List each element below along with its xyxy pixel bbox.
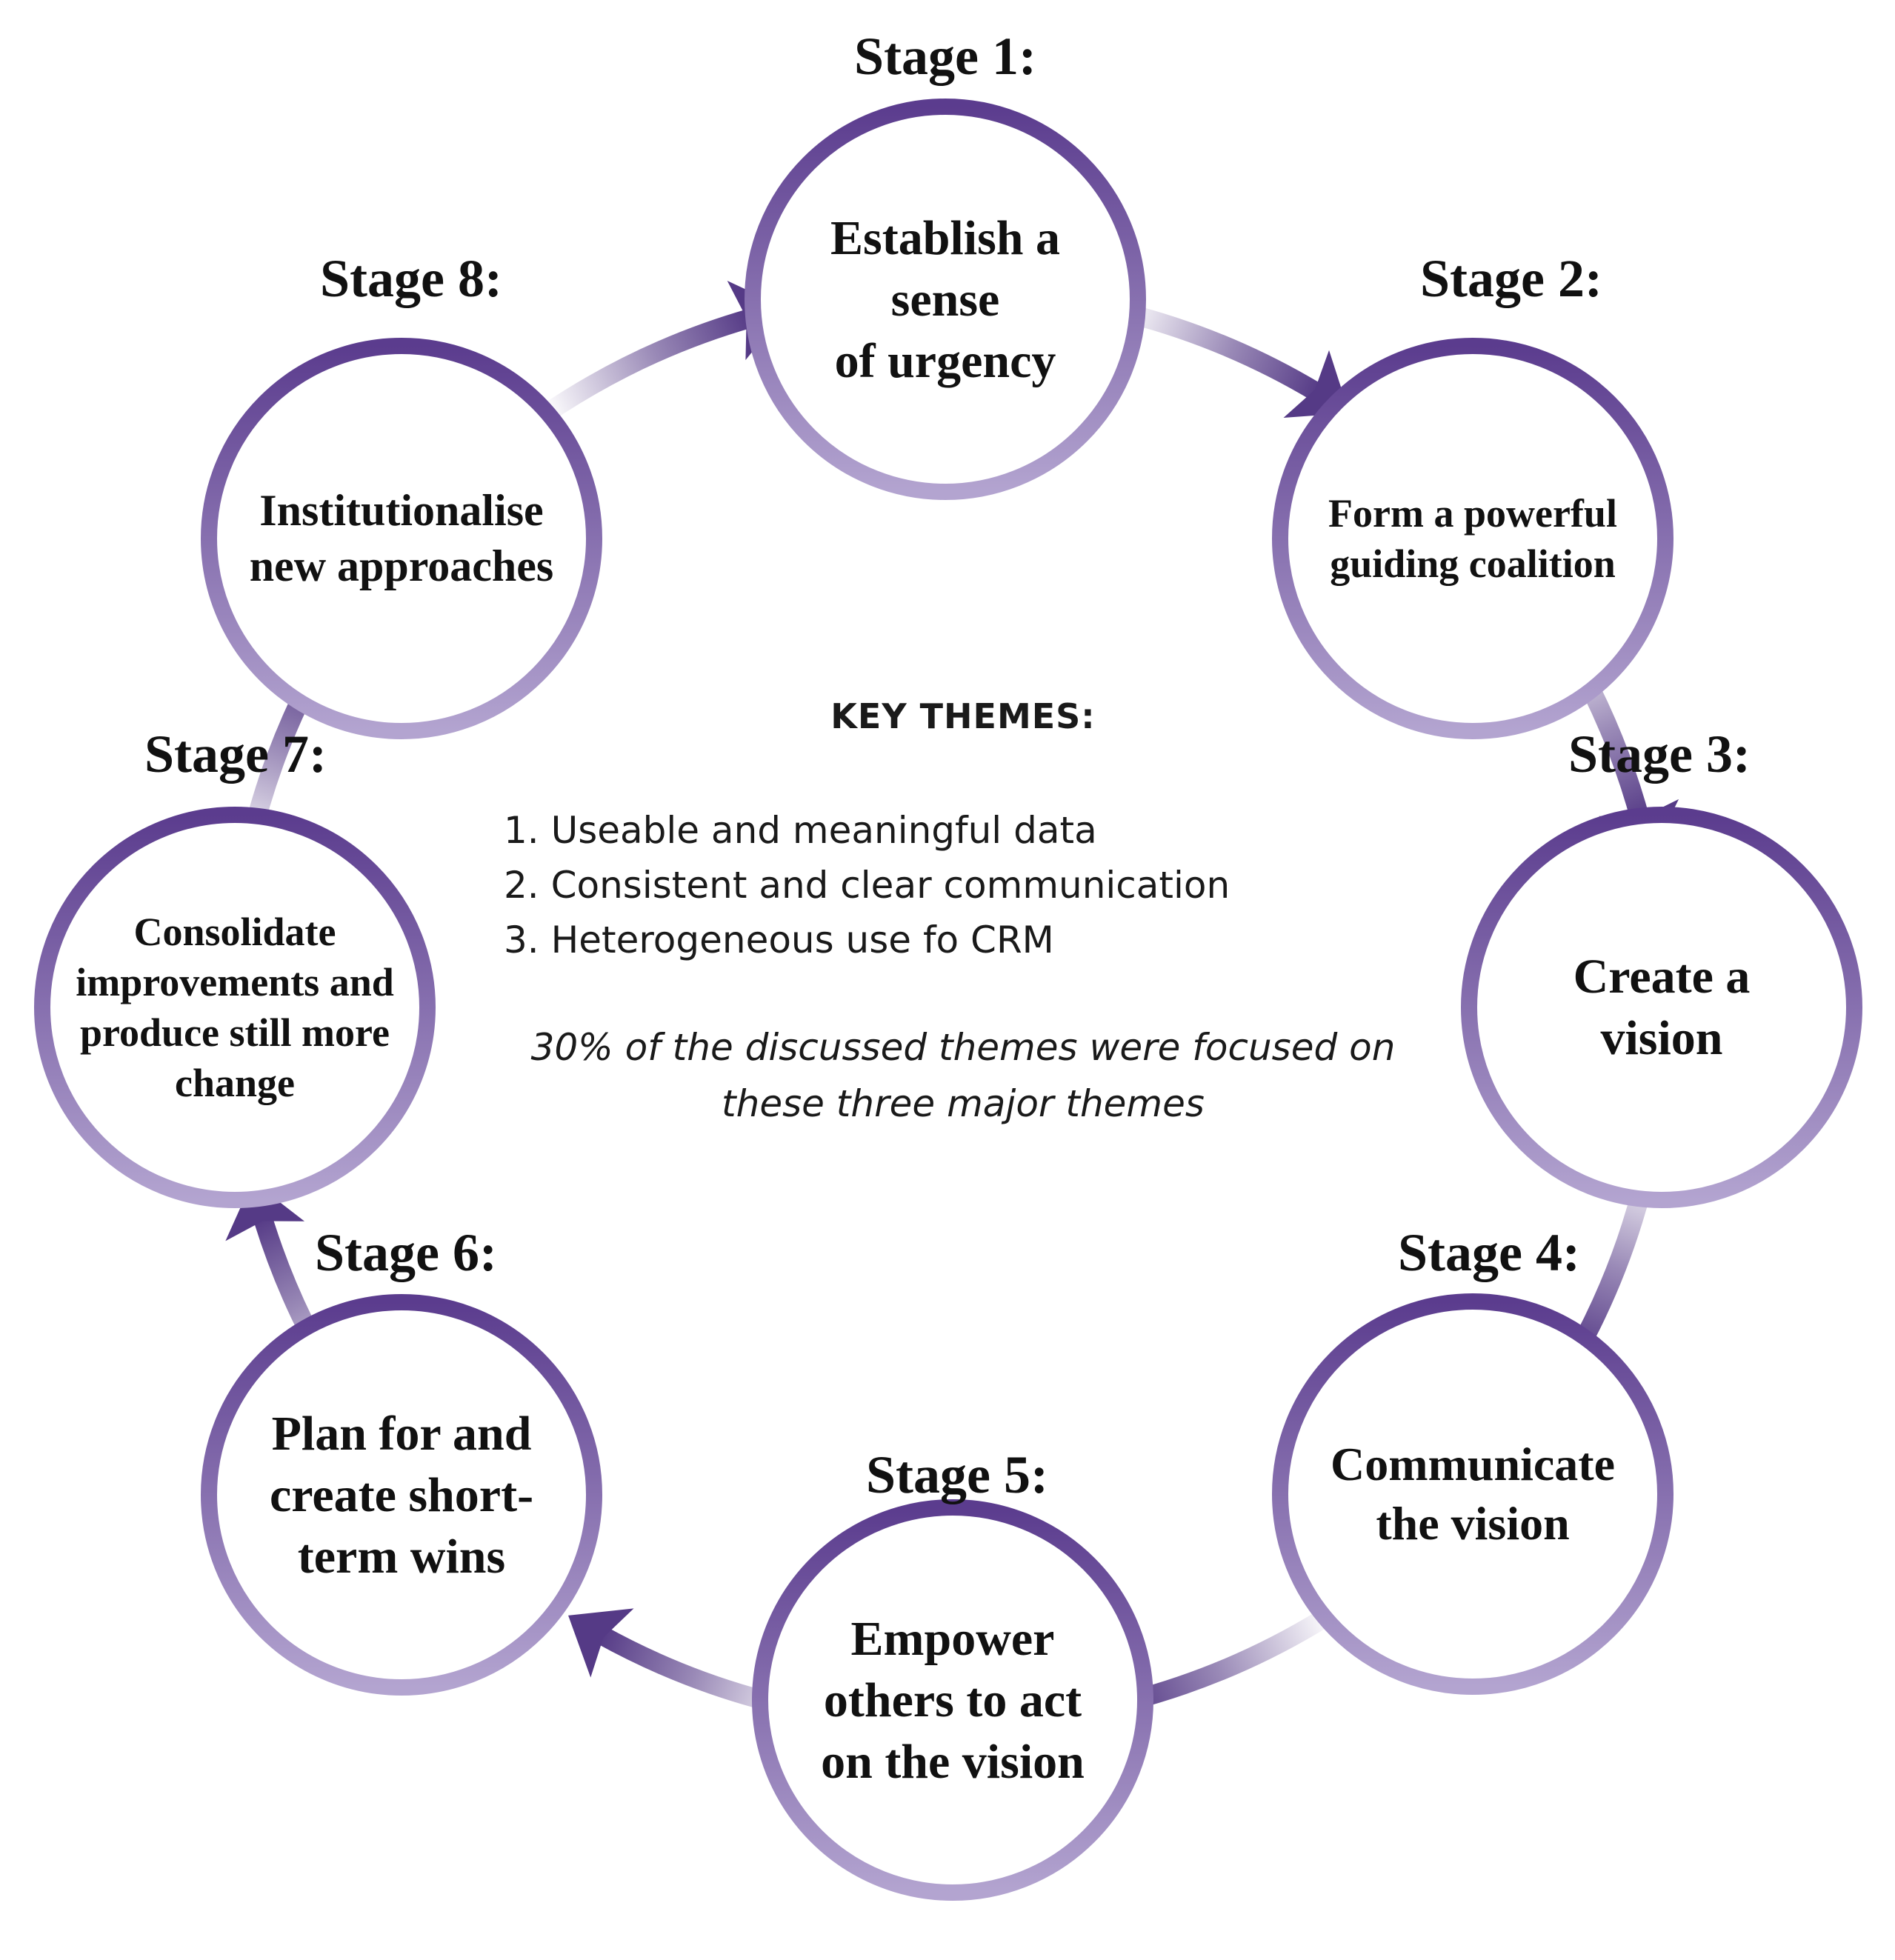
stage-3-label: Stage 3: <box>1568 724 1751 784</box>
stage-text-line: Empower <box>850 1611 1055 1666</box>
stage-2-circle <box>1272 338 1673 739</box>
stage-5-description: Empower others to act on the vision <box>790 1552 1116 1848</box>
stage-8-label: Stage 8: <box>320 249 502 308</box>
key-theme-item: 3. Heterogeneous use fo CRM <box>504 919 1054 961</box>
stage-text-line: the vision <box>1376 1497 1570 1550</box>
stage-7-description: Consolidate improvements and produce still… <box>53 859 416 1156</box>
stage-5-label: Stage 5: <box>866 1445 1048 1504</box>
stage-5-circle <box>752 1499 1153 1901</box>
stage-7-circle <box>34 807 436 1208</box>
arrow-6-head <box>225 1181 305 1241</box>
stage-text-line: guiding coalition <box>1330 541 1616 586</box>
stage-1-circle <box>745 99 1146 500</box>
stage-3-description: Create a vision <box>1499 859 1825 1156</box>
key-themes-note: 30% of the discussed themes were focused… <box>530 1026 1396 1125</box>
stage-1-label: Stage 1: <box>854 27 1036 86</box>
stage-2-description: Form a powerful guiding coalition <box>1302 390 1643 687</box>
key-theme-item: 2. Consistent and clear communication <box>504 864 1230 907</box>
stage-1-description: Establish a sense of urgency <box>782 151 1108 447</box>
stage-text-line: Plan for and <box>271 1406 532 1461</box>
stage-7-label: Stage 7: <box>144 724 327 784</box>
stage-text-line: Communicate <box>1331 1438 1615 1490</box>
stage-text-line: produce still more <box>80 1010 390 1055</box>
stage-4-description: Communicate the vision <box>1302 1346 1643 1642</box>
stage-6-description: Plan for and create short-term wins <box>239 1347 564 1643</box>
key-themes-list: 1. Useable and meaningful data 2. Consis… <box>504 803 1482 967</box>
arrow-1-shaft <box>1119 302 1323 401</box>
stage-text-line: Establish a <box>830 210 1060 265</box>
stage-text-line: sense <box>890 272 1000 327</box>
arrow-5-head <box>568 1608 634 1678</box>
stage-text-line: others to act <box>823 1673 1082 1727</box>
key-themes-title: KEY THEMES: <box>830 696 1096 736</box>
stage-8-circle <box>201 338 602 739</box>
key-themes-panel: KEY THEMES: 1. Useable and meaningful da… <box>444 696 1482 1132</box>
stage-text-line: Form a powerful <box>1328 491 1617 536</box>
stage-6-label: Stage 6: <box>315 1223 497 1282</box>
stage-text-line: improvements and <box>76 960 394 1004</box>
stage-4-label: Stage 4: <box>1398 1223 1580 1282</box>
rings-layer <box>34 99 1862 1901</box>
stage-text-line: new approaches <box>249 541 554 590</box>
stage-text-line: Institutionalise <box>259 486 544 535</box>
stage-text-line: Create a <box>1573 950 1751 1004</box>
stage-text-line: of urgency <box>834 333 1056 388</box>
stage-2-label: Stage 2: <box>1420 249 1602 308</box>
stage-8-description: Institutionalise new approaches <box>231 390 572 687</box>
stage-3-circle <box>1461 807 1862 1208</box>
stage-6-circle <box>201 1294 602 1696</box>
key-theme-item: 1. Useable and meaningful data <box>504 809 1097 852</box>
stage-text-line: Consolidate <box>133 910 336 954</box>
arrow-8-shaft <box>542 309 753 421</box>
stage-text-line: on the vision <box>821 1734 1085 1789</box>
stage-text-line: create short- <box>269 1467 534 1522</box>
stage-text-line: vision <box>1600 1011 1723 1065</box>
stage-text-line: term wins <box>297 1529 506 1584</box>
stage-4-circle <box>1272 1293 1673 1695</box>
stage-text-line: change <box>175 1061 295 1105</box>
